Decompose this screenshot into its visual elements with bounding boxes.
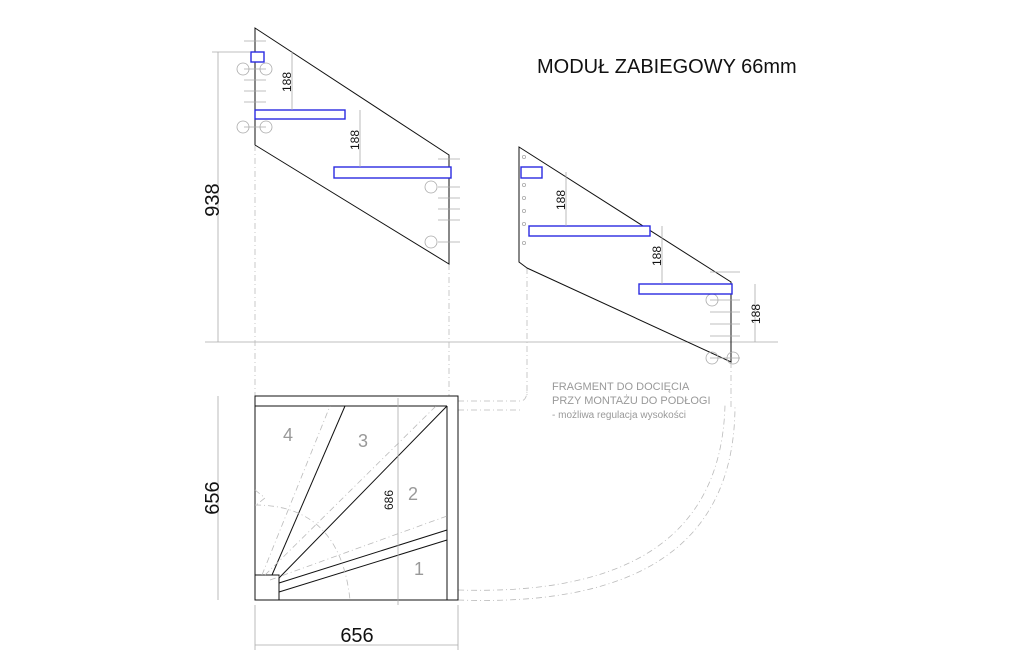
tread-mark: [638, 283, 733, 295]
tread-mark: [520, 166, 543, 179]
dim-188: 188: [749, 304, 763, 324]
tread-mark: [254, 109, 346, 120]
dim-188: 188: [280, 72, 294, 92]
note-line: FRAGMENT DO DOCIĘCIA: [552, 381, 690, 393]
drawing-title: MODUŁ ZABIEGOWY 66mm: [537, 56, 797, 78]
plan-view: 686 4 3 2 1: [254, 395, 459, 605]
tread-mark: [333, 166, 452, 179]
step-label-2: 2: [408, 484, 418, 504]
newel-post: [254, 574, 280, 601]
guide-arc: [457, 404, 736, 601]
dim-188: 188: [650, 246, 664, 266]
dim-656-width: 656: [340, 625, 373, 647]
dim-938: 938: [202, 183, 224, 216]
step-label-1: 1: [414, 559, 424, 579]
guide-arc: [457, 404, 726, 591]
note-line: - możliwa regulacja wysokości: [552, 410, 686, 421]
tread-mark: [528, 225, 651, 237]
tread-mark: [250, 51, 265, 63]
dim-656-depth: 656: [202, 481, 224, 514]
bolt-marks: [236, 40, 460, 249]
stringer-left: 188 188: [236, 27, 460, 265]
guide-arc: [458, 389, 528, 402]
note-line: PRZY MONTAŻU DO PODŁOGI: [552, 394, 711, 407]
dim-188: 188: [348, 130, 362, 150]
dim-188: 188: [554, 190, 568, 210]
bolt-marks: [522, 154, 740, 365]
step-label-4: 4: [283, 425, 293, 445]
dim-686: 686: [382, 490, 396, 510]
stringer-right: 188 188 188: [518, 146, 763, 365]
step-label-3: 3: [358, 431, 368, 451]
